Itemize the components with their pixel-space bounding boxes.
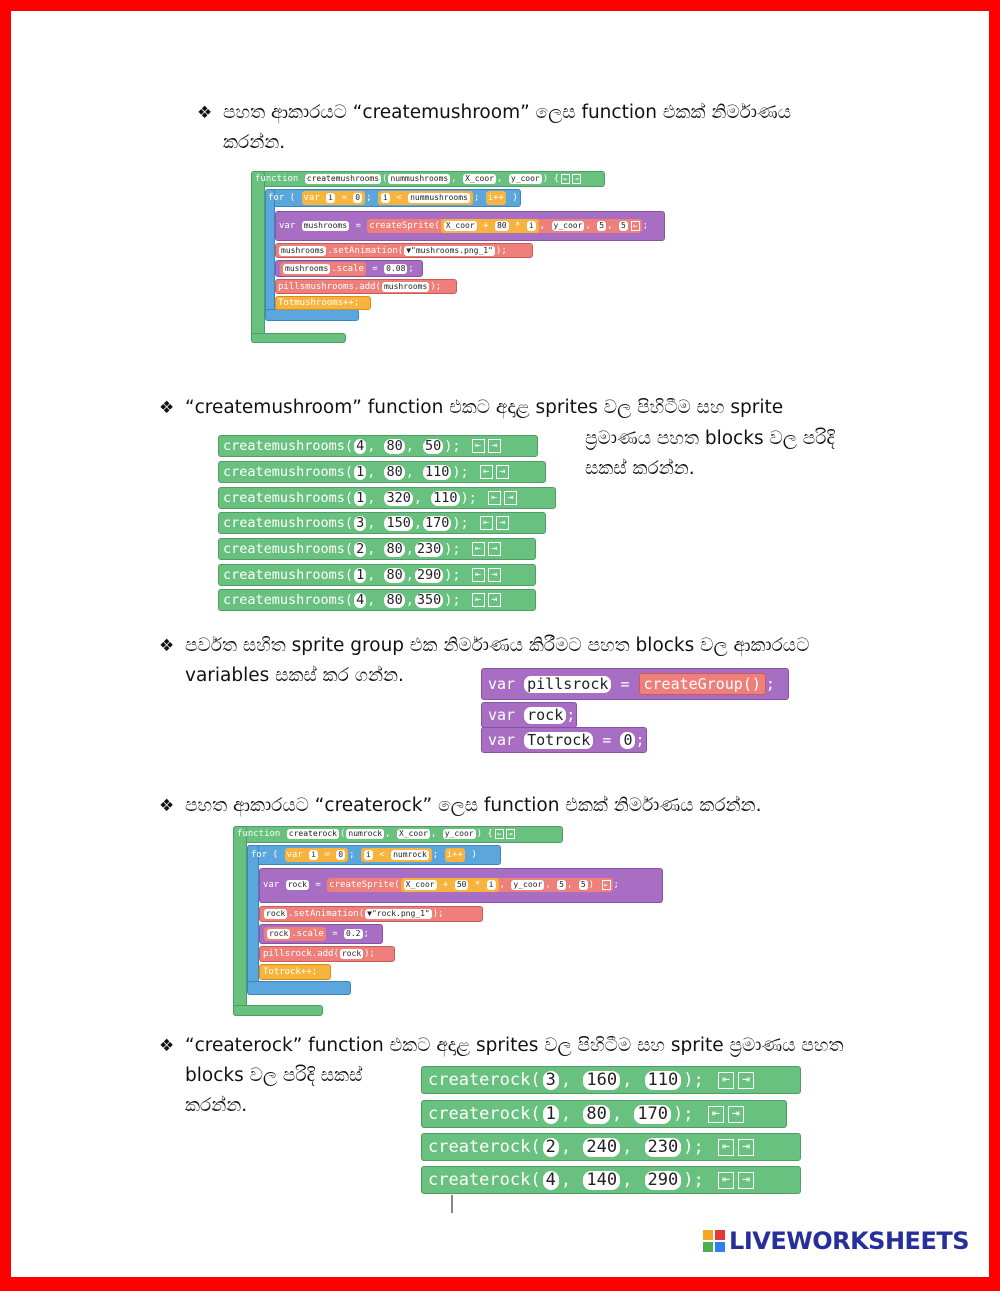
rock-call-block[interactable]: createrock(1, 80, 170); ⇤⇥ bbox=[421, 1100, 787, 1128]
instruction-text: කරන්න. bbox=[223, 132, 286, 153]
liveworksheets-logo: LIVEWORKSHEETS bbox=[703, 1227, 969, 1255]
instruction-5: ❖ “createrock” function එකට අදාළ sprites … bbox=[159, 1031, 843, 1121]
instruction-1: ❖ පහත ආකාරයට “createmushroom” ලෙස functio… bbox=[197, 98, 791, 158]
bullet-icon: ❖ bbox=[159, 796, 175, 816]
instruction-text: “createrock” function එකට අදාළ sprites ව… bbox=[185, 1035, 844, 1056]
mushroom-call-block[interactable]: createmushrooms(2, 80,230); ⇤⇥ bbox=[218, 538, 536, 560]
mushroom-call-block[interactable]: createmushrooms(1, 80, 110); ⇤⇥ bbox=[218, 461, 546, 483]
bullet-icon: ❖ bbox=[197, 103, 213, 123]
bullet-icon: ❖ bbox=[159, 1036, 175, 1056]
instruction-3: ❖ පර්වත සහිත sprite group එක නිර්මාණය කිර… bbox=[159, 631, 809, 691]
bullet-icon: ❖ bbox=[159, 398, 175, 418]
rock-call-block[interactable]: createrock(2, 240, 230); ⇤⇥ bbox=[421, 1133, 801, 1161]
bullet-icon: ❖ bbox=[159, 636, 175, 656]
mushroom-call-block[interactable]: createmushrooms(1, 320, 110); ⇤⇥ bbox=[218, 487, 556, 509]
var-pillsrock-block[interactable]: var pillsrock = createGroup(); bbox=[481, 668, 789, 700]
instruction-2-cont: ප්‍රමාණය පහත blocks වල පරිදි සකස් කරන්න. bbox=[585, 424, 835, 484]
instruction-2: ❖ “createmushroom” function එකට අදාළ spri… bbox=[159, 393, 783, 423]
instruction-text: කරන්න. bbox=[185, 1095, 248, 1116]
instruction-text: සකස් කරන්න. bbox=[585, 458, 695, 479]
instruction-text: “createmushroom” function එකට අදාළ sprit… bbox=[185, 397, 784, 418]
instruction-text: variables සකස් කර ගන්න. bbox=[185, 665, 404, 686]
instruction-text: blocks වල පරිදි සකස් bbox=[185, 1065, 363, 1086]
mushroom-call-block[interactable]: createmushrooms(4, 80,350); ⇤⇥ bbox=[218, 589, 536, 611]
instruction-text: ප්‍රමාණය පහත blocks වල පරිදි bbox=[585, 428, 835, 449]
cursor-line bbox=[451, 1195, 453, 1213]
mushroom-call-block[interactable]: createmushrooms(1, 80,290); ⇤⇥ bbox=[218, 564, 536, 586]
instruction-4: ❖ පහත ආකාරයට “createrock” ලෙස function එක… bbox=[159, 791, 761, 821]
mushroom-call-block[interactable]: createmushrooms(3, 150,170); ⇤⇥ bbox=[218, 512, 546, 534]
instruction-text: පහත ආකාරයට “createmushroom” ලෙස function… bbox=[223, 102, 792, 123]
instruction-text: පහත ආකාරයට “createrock” ලෙස function එකක… bbox=[185, 795, 762, 816]
var-totrock-block[interactable]: var Totrock = 0; bbox=[481, 727, 647, 753]
var-rock-block[interactable]: var rock; bbox=[481, 702, 577, 728]
instruction-text: පර්වත සහිත sprite group එක නිර්මාණය කිරී… bbox=[185, 635, 810, 656]
rock-call-block[interactable]: createrock(4, 140, 290); ⇤⇥ bbox=[421, 1166, 801, 1194]
liveworksheets-icon bbox=[703, 1230, 726, 1252]
rock-call-block[interactable]: createrock(3, 160, 110); ⇤⇥ bbox=[421, 1066, 801, 1094]
mushroom-call-block[interactable]: createmushrooms(4, 80, 50); ⇤⇥ bbox=[218, 435, 538, 457]
